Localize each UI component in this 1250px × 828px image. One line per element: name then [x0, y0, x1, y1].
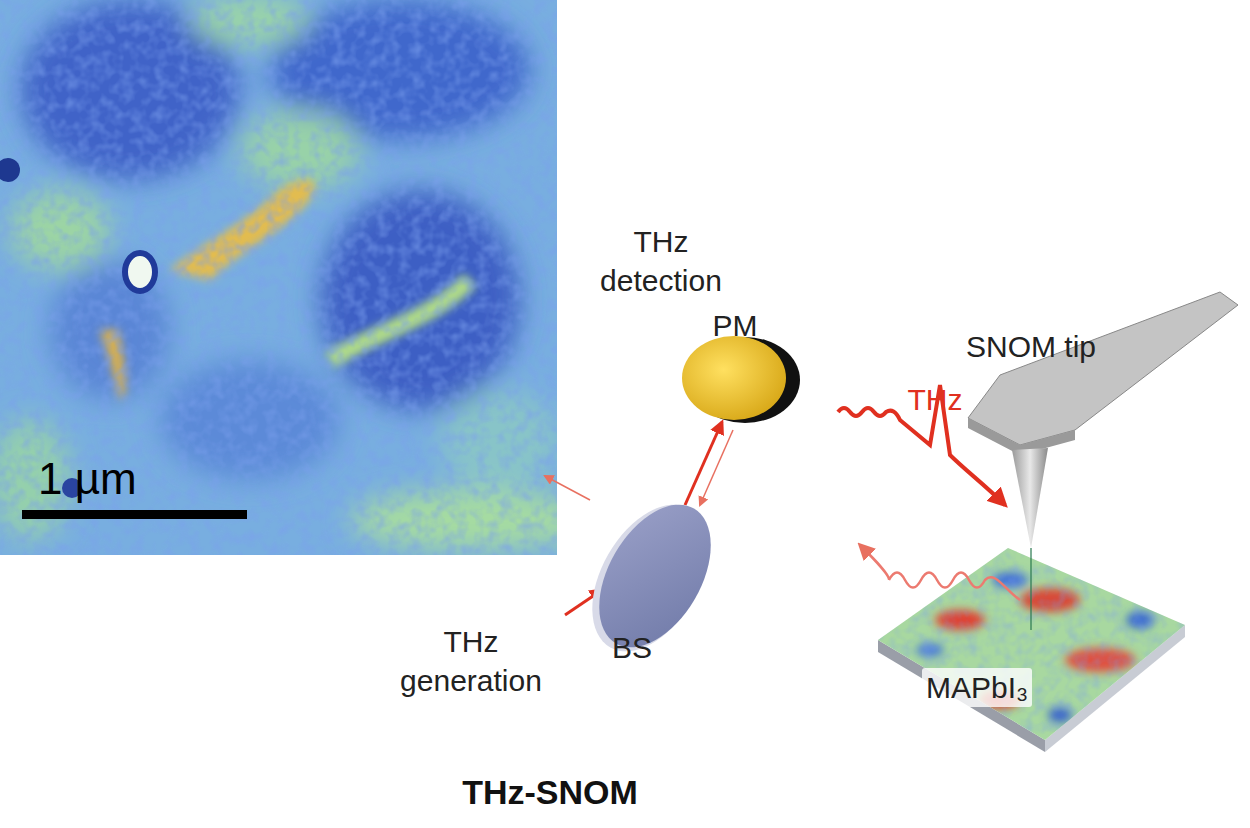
scattered-thz [860, 545, 1020, 600]
component-label: THz detection [586, 222, 736, 300]
sample-surface [870, 540, 1190, 750]
scale-bar [22, 510, 247, 519]
component-label: PM [700, 306, 770, 345]
component-label: SNOM tip [966, 327, 1166, 366]
component-label: THz generation [396, 622, 546, 700]
near-field-map [0, 0, 557, 555]
snom-tip [1012, 448, 1048, 548]
figure-caption: THz-SNOM [350, 770, 750, 814]
cantilever-edge [968, 418, 1075, 455]
beam-arrow [545, 476, 590, 500]
sample-label: MAPbI₃ [922, 668, 1032, 707]
cantilever [968, 292, 1238, 445]
component-label: BS [597, 628, 667, 667]
beam-arrow [700, 430, 733, 505]
beam-splitter [576, 485, 734, 666]
beam-arrow [685, 422, 722, 505]
parabolic-mirror [682, 336, 786, 420]
scale-label: 1 µm [38, 450, 238, 507]
beam-label: THz [900, 380, 970, 419]
tip-field [1030, 548, 1032, 630]
